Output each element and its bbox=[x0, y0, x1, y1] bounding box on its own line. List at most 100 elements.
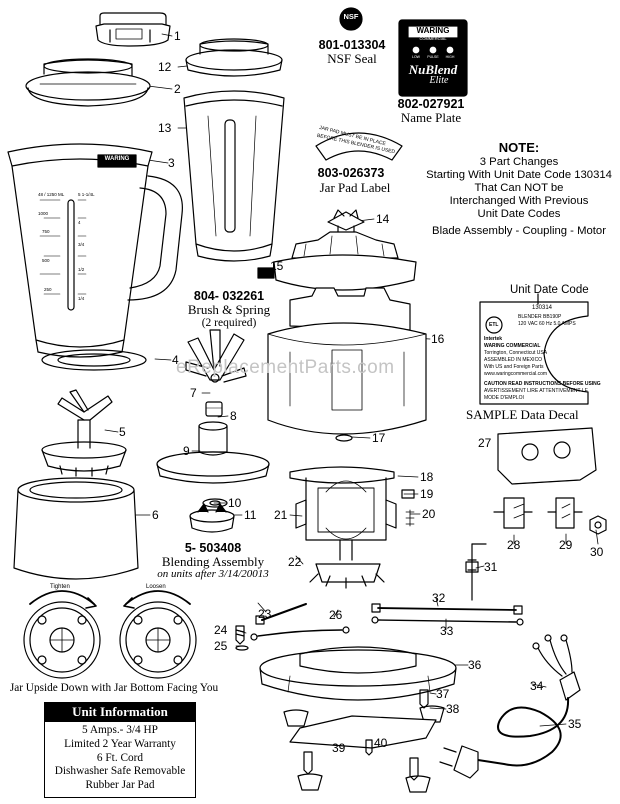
brush-label: Brush & Spring bbox=[187, 302, 271, 317]
part-6-jar-pad bbox=[13, 477, 139, 580]
note-line-6: Blade Assembly - Coupling - Motor bbox=[432, 224, 606, 237]
callout-25: 25 bbox=[214, 639, 228, 653]
callout-32: 32 bbox=[432, 591, 446, 605]
part-7-blades bbox=[185, 329, 247, 383]
callout-9: 9 bbox=[183, 444, 190, 458]
part-10-washer bbox=[202, 498, 228, 508]
nameplate-label: Name Plate bbox=[400, 110, 462, 125]
callout-26: 26 bbox=[329, 608, 343, 622]
decal-line-4: Torrington, Connecticut USA bbox=[484, 350, 548, 356]
part-5-blade-assembly bbox=[41, 389, 127, 477]
callout-27: 27 bbox=[478, 436, 492, 450]
jar-grad-2: 1000 bbox=[38, 211, 49, 216]
note-title: NOTE: bbox=[498, 140, 540, 155]
callout-22: 22 bbox=[288, 555, 302, 569]
part-34-cord-strain bbox=[532, 634, 581, 701]
decal-line-6: With US and Foreign Parts bbox=[484, 364, 544, 370]
callout-11: 11 bbox=[244, 508, 257, 522]
callout-23: 23 bbox=[258, 607, 272, 621]
note-line-1: 3 Part Changes bbox=[479, 155, 559, 168]
nameplate-btn-low: LOW bbox=[412, 55, 420, 59]
decal-caption: SAMPLE Data Decal bbox=[466, 407, 579, 422]
blending-label: Blending Assembly bbox=[161, 554, 265, 569]
part-39-plate bbox=[289, 715, 437, 749]
decal-title: Unit Date Code bbox=[510, 284, 589, 296]
unit-info-line-4: Dishwasher Safe Removable bbox=[54, 765, 186, 778]
part-32-wire bbox=[371, 603, 523, 615]
part-11-coupling bbox=[189, 503, 235, 533]
nsf-seal bbox=[339, 7, 363, 31]
brush-part-number: 804- 032261 bbox=[193, 289, 265, 303]
part-8-bearing bbox=[205, 401, 223, 417]
part-27-bracket bbox=[497, 427, 597, 485]
part-40-screw bbox=[365, 739, 373, 756]
part-15-cover-top bbox=[273, 231, 417, 291]
callout-5: 5 bbox=[119, 425, 126, 439]
jar-brand: WARING bbox=[104, 156, 130, 162]
decal-line-2: 120 VAC 60 Hz 5.0 AMPS bbox=[518, 321, 576, 327]
jar-bottom-right bbox=[119, 590, 197, 679]
nameplate-model: NuBlend bbox=[408, 62, 458, 77]
callout-24: 24 bbox=[214, 623, 228, 637]
callout-7: 7 bbox=[190, 386, 197, 400]
note-line-4: Interchanged With Previous bbox=[449, 194, 589, 207]
part-12-lid bbox=[185, 38, 283, 77]
part-29-switch bbox=[547, 497, 583, 529]
jar-grad-3: 750 bbox=[42, 229, 50, 234]
unit-info-line-5: Rubber Jar Pad bbox=[85, 779, 155, 792]
callout-1: 1 bbox=[174, 29, 181, 43]
callout-13: 13 bbox=[158, 121, 172, 135]
unit-info-box: Unit Information 5 Amps.- 3/4 HP Limited… bbox=[44, 702, 196, 798]
callout-34: 34 bbox=[530, 679, 544, 693]
decal-code: 130314 bbox=[532, 305, 553, 311]
nsf-part-number: 801-013304 bbox=[318, 38, 386, 52]
jar-bottom-caption: Jar Upside Down with Jar Bottom Facing Y… bbox=[9, 682, 219, 694]
jar-grad-r2: 4 bbox=[78, 220, 81, 225]
jar-grad-r3: 3/4 bbox=[78, 242, 85, 247]
callout-38: 38 bbox=[446, 702, 460, 716]
callout-28: 28 bbox=[507, 538, 521, 552]
callout-18: 18 bbox=[420, 470, 434, 484]
note-line-5: Unit Date Codes bbox=[477, 207, 561, 220]
motor-assembly bbox=[289, 466, 415, 589]
nsf-label: NSF Seal bbox=[327, 51, 377, 66]
jar-grad-r4: 1/2 bbox=[78, 267, 85, 272]
watermark: eReplacementParts.com bbox=[176, 357, 395, 378]
jar-bottom-left bbox=[23, 590, 101, 679]
part-16-housing bbox=[267, 287, 427, 435]
callout-40: 40 bbox=[374, 736, 388, 750]
part-23-cable-tie bbox=[255, 603, 307, 625]
nameplate-brand: WARING bbox=[416, 26, 450, 35]
decal-line-7: www.waringcommercial.com bbox=[484, 371, 548, 377]
callout-29: 29 bbox=[559, 538, 573, 552]
part-14-coupling-top bbox=[327, 209, 365, 235]
part-3-jar bbox=[7, 143, 183, 358]
part-9-blend-base bbox=[156, 421, 270, 484]
jar-pad-label bbox=[315, 132, 403, 161]
callout-3: 3 bbox=[168, 156, 175, 170]
decal-line-10: MODE D'EMPLOI bbox=[484, 395, 524, 401]
part-13-container bbox=[183, 90, 285, 262]
callout-2: 2 bbox=[174, 82, 181, 96]
decal-etl: ETL bbox=[489, 322, 499, 328]
data-decal bbox=[479, 293, 589, 405]
nameplate-part-number: 802-027921 bbox=[397, 97, 465, 111]
part-17-hole bbox=[335, 434, 353, 442]
callout-36: 36 bbox=[468, 658, 482, 672]
part-35-cord bbox=[439, 697, 570, 779]
callout-30: 30 bbox=[590, 545, 604, 559]
unit-info-line-3: 6 Ft. Cord bbox=[96, 751, 144, 764]
decal-line-5: ASSEMBLED IN MEXICO bbox=[484, 357, 543, 363]
part-38-foot bbox=[419, 705, 445, 723]
part-25-washer bbox=[235, 645, 249, 651]
part-30-nut bbox=[589, 515, 607, 535]
unit-info-title: Unit Information bbox=[45, 703, 195, 722]
nameplate-btn-pulse: PULSE bbox=[427, 55, 439, 59]
unit-info-line-1: 5 Amps.- 3/4 HP bbox=[82, 724, 158, 736]
part-31-harness bbox=[465, 543, 487, 601]
jar-grad-1: 48 / 1250 ML bbox=[38, 192, 65, 197]
callout-37: 37 bbox=[436, 687, 450, 701]
tighten-label: Tighten bbox=[50, 584, 70, 590]
part-33-wire bbox=[371, 616, 524, 626]
part-26-wire bbox=[250, 626, 350, 641]
